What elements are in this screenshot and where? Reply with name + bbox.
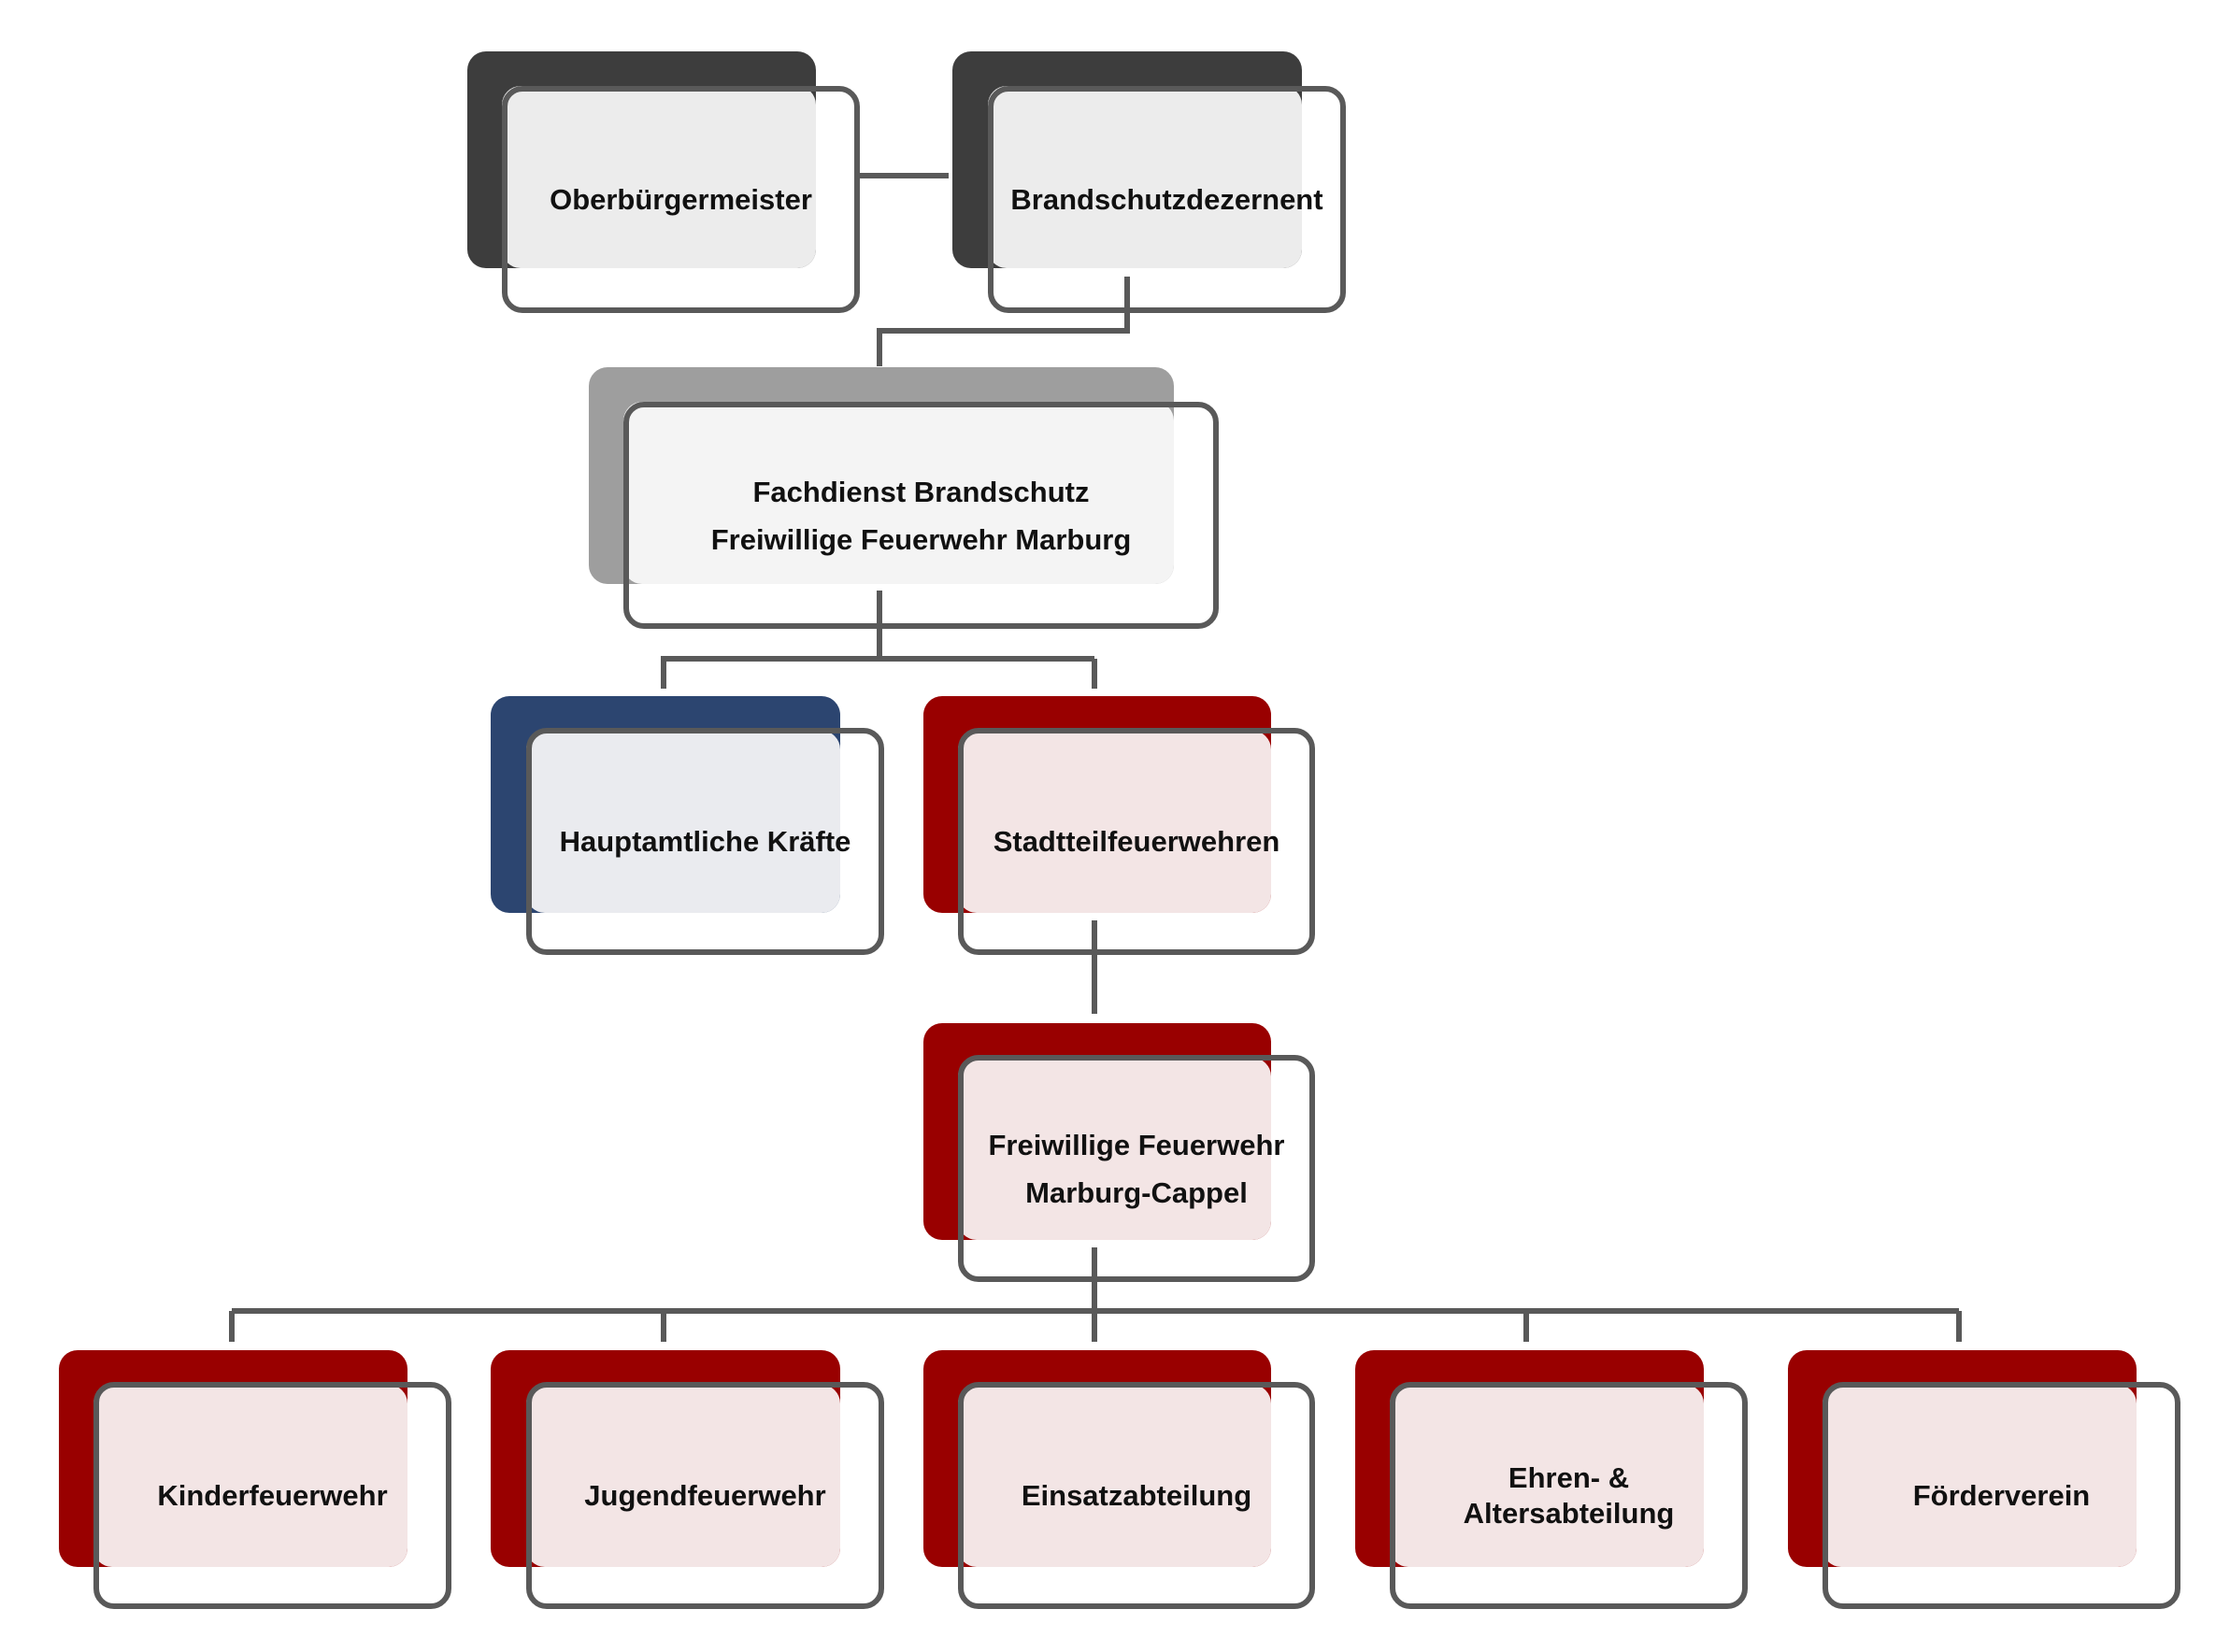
node-label-line: Altersabteilung bbox=[1463, 1496, 1675, 1530]
node-einsatzabteilung: Einsatzabteilung bbox=[923, 1350, 1315, 1609]
node-kinderfeuerwehr: Kinderfeuerwehr bbox=[59, 1350, 451, 1609]
node-label-line: Fachdienst Brandschutz bbox=[752, 475, 1090, 508]
node-fill bbox=[988, 86, 1302, 268]
node-label: Ehren- & Altersabteilung bbox=[1390, 1382, 1748, 1609]
node-label: Brandschutzdezernent bbox=[988, 86, 1346, 313]
node-label: Förderverein bbox=[1823, 1382, 2180, 1609]
node-frame bbox=[1390, 1382, 1748, 1609]
node-label-line: Kinderfeuerwehr bbox=[157, 1479, 388, 1512]
node-frame bbox=[526, 1382, 884, 1609]
node-label-line: Jugendfeuerwehr bbox=[584, 1479, 826, 1512]
connector-dezernent-fachdienst bbox=[877, 277, 1130, 366]
node-fill bbox=[958, 1058, 1271, 1240]
node-jugendfeuerwehr: Jugendfeuerwehr bbox=[491, 1350, 884, 1609]
node-label-line: Ehren- & bbox=[1508, 1460, 1630, 1494]
node-label-line: Hauptamtliche Kräfte bbox=[559, 825, 851, 858]
node-label: Fachdienst Brandschutz Freiwillige Feuer… bbox=[623, 402, 1219, 629]
node-fill bbox=[526, 731, 840, 913]
node-frame bbox=[1823, 1382, 2180, 1609]
node-label-line: Brandschutzdezernent bbox=[1010, 183, 1323, 216]
node-label-line: Stadtteilfeuerwehren bbox=[993, 825, 1280, 858]
node-label: Jugendfeuerwehr bbox=[526, 1382, 884, 1609]
node-brandschutzdezernent: Brandschutzdezernent bbox=[952, 51, 1346, 313]
node-label: Einsatzabteilung bbox=[958, 1382, 1315, 1609]
node-fill bbox=[502, 86, 816, 268]
node-fill bbox=[526, 1385, 840, 1567]
node-ff-cappel: Freiwillige Feuerwehr Marburg-Cappel bbox=[923, 1023, 1315, 1282]
node-label-line: Oberbürgermeister bbox=[550, 183, 812, 216]
node-foerderverein: Förderverein bbox=[1788, 1350, 2180, 1609]
node-ehren-altersabteilung: Ehren- & Altersabteilung bbox=[1355, 1350, 1748, 1609]
node-label-line: Marburg-Cappel bbox=[1025, 1175, 1248, 1209]
node-frame bbox=[958, 728, 1315, 955]
node-label-line: Freiwillige Feuerwehr Marburg bbox=[710, 522, 1132, 556]
node-frame bbox=[958, 1382, 1315, 1609]
node-label: Hauptamtliche Kräfte bbox=[526, 728, 884, 955]
node-frame bbox=[623, 402, 1219, 629]
node-label: Freiwillige Feuerwehr Marburg-Cappel bbox=[958, 1055, 1315, 1282]
node-fill bbox=[958, 731, 1271, 913]
node-label: Stadtteilfeuerwehren bbox=[958, 728, 1315, 955]
node-stadtteilfeuerwehren: Stadtteilfeuerwehren bbox=[923, 696, 1315, 955]
node-label-line: Freiwillige Feuerwehr bbox=[988, 1128, 1285, 1161]
node-frame bbox=[93, 1382, 451, 1609]
node-frame bbox=[988, 86, 1346, 313]
node-label: Oberbürgermeister bbox=[502, 86, 860, 313]
node-fill bbox=[1823, 1385, 2137, 1567]
node-oberbuergermeister: Oberbürgermeister bbox=[467, 51, 860, 313]
node-label-line: Förderverein bbox=[1912, 1479, 2091, 1512]
node-frame bbox=[502, 86, 860, 313]
node-frame bbox=[526, 728, 884, 955]
node-fill bbox=[623, 402, 1174, 584]
node-fill bbox=[1390, 1385, 1704, 1567]
node-fill bbox=[958, 1385, 1271, 1567]
node-hauptamtliche: Hauptamtliche Kräfte bbox=[491, 696, 884, 955]
node-label-line: Einsatzabteilung bbox=[1021, 1479, 1252, 1512]
node-frame bbox=[958, 1055, 1315, 1282]
node-fill bbox=[93, 1385, 407, 1567]
node-fachdienst: Fachdienst Brandschutz Freiwillige Feuer… bbox=[589, 367, 1219, 629]
node-label: Kinderfeuerwehr bbox=[93, 1382, 451, 1609]
